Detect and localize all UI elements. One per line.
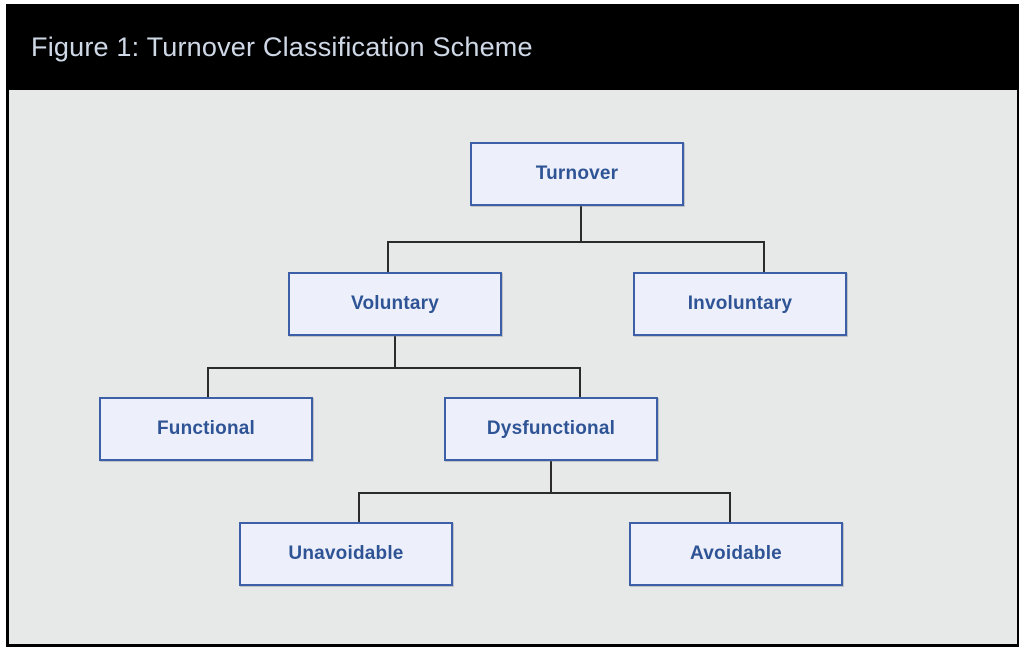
connector-to-voluntary xyxy=(387,241,389,272)
node-avoidable[interactable]: Avoidable xyxy=(629,522,843,586)
node-label-functional: Functional xyxy=(156,418,256,439)
node-involuntary[interactable]: Involuntary xyxy=(633,272,847,336)
node-label-involuntary: Involuntary xyxy=(687,293,793,314)
connector-to-dysfunctional xyxy=(579,367,581,397)
connector-to-involuntary xyxy=(763,241,765,272)
figure-frame: Figure 1: Turnover Classification Scheme… xyxy=(6,4,1019,647)
node-turnover[interactable]: Turnover xyxy=(470,142,684,206)
node-dysfunctional[interactable]: Dysfunctional xyxy=(444,397,658,461)
page-title: Figure 1: Turnover Classification Scheme xyxy=(31,32,533,62)
connector-to-unavoidable xyxy=(358,492,360,522)
figure-title-bar: Figure 1: Turnover Classification Scheme xyxy=(9,6,1017,90)
turnover-classification-diagram: Turnover Voluntary Involuntary Functiona… xyxy=(9,90,1017,644)
node-unavoidable[interactable]: Unavoidable xyxy=(239,522,453,586)
node-label-dysfunctional: Dysfunctional xyxy=(486,418,616,439)
node-label-avoidable: Avoidable xyxy=(690,543,782,564)
node-label-unavoidable: Unavoidable xyxy=(288,543,404,564)
connector-level1-bus xyxy=(387,241,765,243)
node-functional[interactable]: Functional xyxy=(99,397,313,461)
node-label-turnover: Turnover xyxy=(535,163,619,184)
connector-level2-bus xyxy=(207,367,581,369)
connector-dysfunctional-stem xyxy=(550,461,552,493)
connector-turnover-stem xyxy=(580,186,582,242)
node-label-voluntary: Voluntary xyxy=(350,293,439,314)
connector-level3-bus xyxy=(358,492,731,494)
connector-voluntary-stem xyxy=(394,336,396,368)
connector-to-avoidable xyxy=(729,492,731,522)
node-voluntary[interactable]: Voluntary xyxy=(288,272,502,336)
connector-to-functional xyxy=(207,367,209,397)
